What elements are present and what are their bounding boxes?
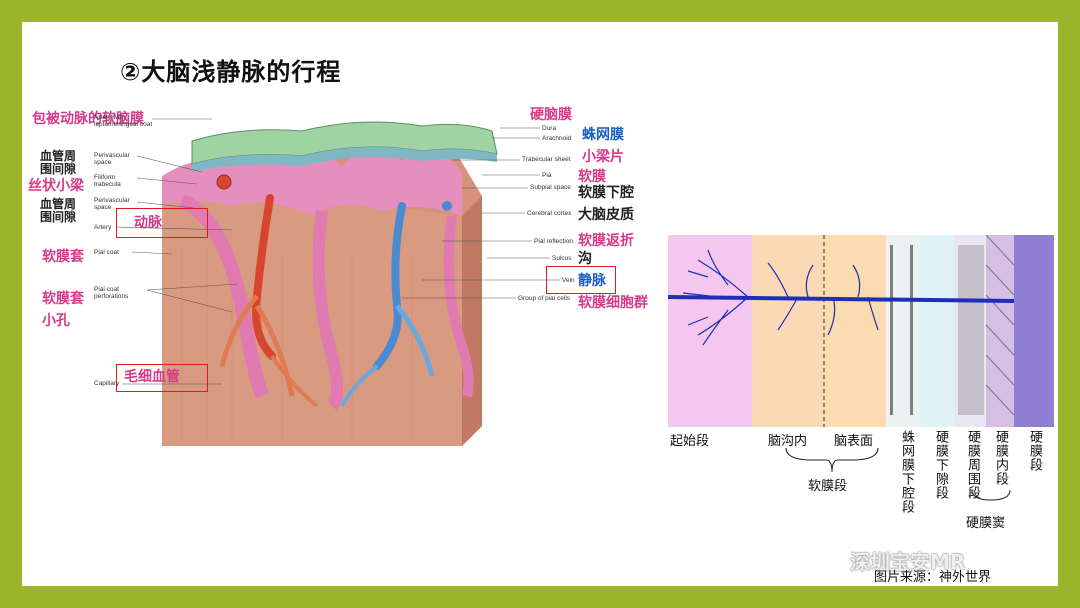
slide: ②大脑浅静脉的行程 包被动脉的软脑膜 血管周围间隙: [22, 22, 1058, 586]
leader-lines: [22, 22, 682, 422]
pial-bracket: [782, 446, 882, 476]
seg-pial: 软膜段: [808, 475, 847, 494]
image-source: 图片来源：神外世界: [874, 566, 991, 585]
vein-segment-diagram: [668, 235, 1054, 427]
seg-subdural: 硬膜下隙段: [934, 430, 947, 500]
seg-arachnoid: 蛛网膜下腔段: [900, 430, 913, 514]
seg-sinus: 硬膜窦: [966, 512, 1005, 531]
seg-dura: 硬膜段: [1028, 430, 1041, 472]
sinus-bracket: [966, 490, 1016, 510]
seg-intradural: 硬膜内段: [994, 430, 1007, 486]
seg-origin: 起始段: [670, 430, 709, 449]
